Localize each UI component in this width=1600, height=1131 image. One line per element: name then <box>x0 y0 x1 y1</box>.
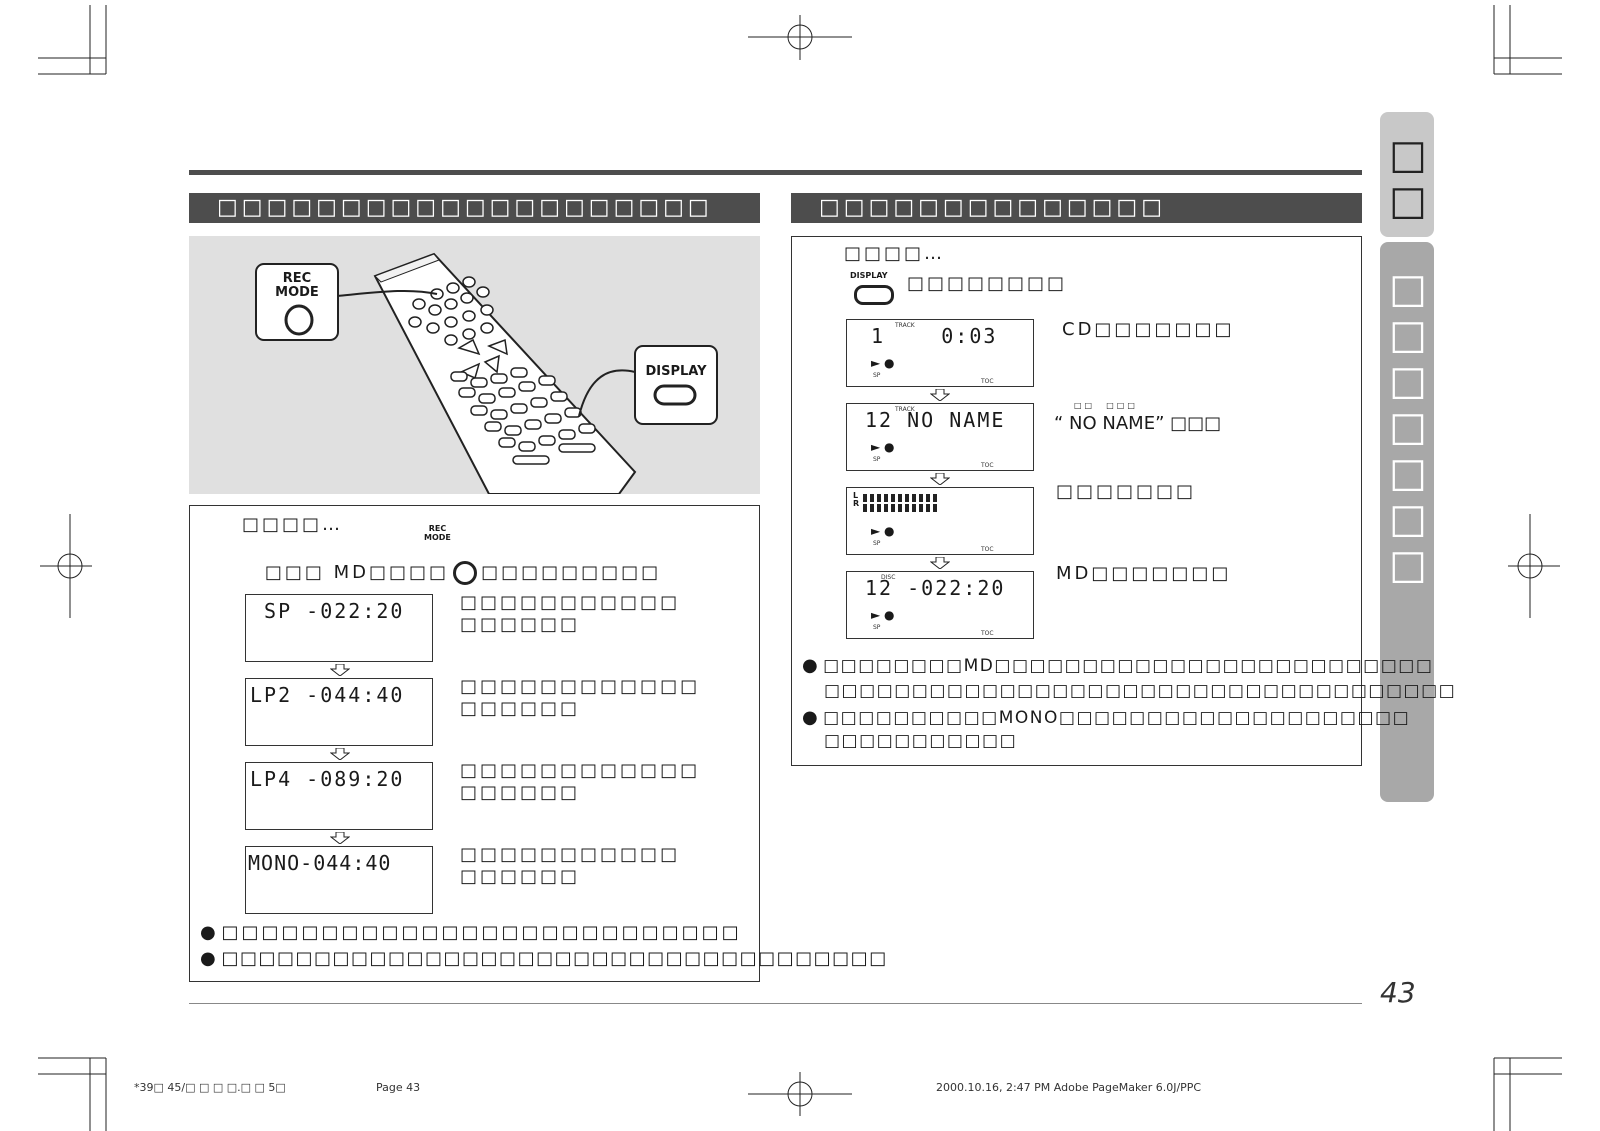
mode-desc: □□□□□□ <box>460 698 581 719</box>
down-arrow-icon <box>930 473 950 485</box>
side-tab-top: □□ <box>1380 112 1434 237</box>
right-intro: □□□□… <box>844 243 946 264</box>
side-tab-label: □□□□□□□ <box>1389 266 1427 588</box>
lcd-desc: □□□□□□□ <box>1056 481 1197 502</box>
right-bullet-2: ● □□□□□□□□□□MONO□□□□□□□□□□□□□□□□□□□□ <box>802 707 1411 728</box>
right-instruction-box: □□□□… DISPLAY □□□□□□□□ TRACK 1 0:03 ► ● … <box>791 236 1455 766</box>
mode-desc: □□□□□□□□□□□□ <box>460 760 701 781</box>
mode-desc: □□□□□□ <box>460 782 581 803</box>
mode-desc: □□□□□□ <box>460 866 581 887</box>
page-number: 43 <box>1380 976 1416 1009</box>
lcd-desc: MD□□□□□□□ <box>1056 563 1232 584</box>
play-rec-indicator: ► ● <box>871 524 895 538</box>
bottom-rule <box>189 1003 1362 1004</box>
lcd-mode-sp: SP -022:20 <box>245 594 433 662</box>
down-arrow-icon <box>330 832 350 844</box>
top-rule <box>189 170 1362 175</box>
down-arrow-icon <box>330 748 350 760</box>
rec-mode-button-icon <box>453 561 478 585</box>
lcd-disc-remaining: DISC 12 -022:20 ► ● SP TOC <box>846 571 1034 639</box>
right-section-header: □□□□□□□□□□□□□□ <box>791 193 1362 223</box>
display-callout-label: DISPLAY <box>645 364 707 379</box>
lcd-mode-mono: MONO-044:40 <box>245 846 433 914</box>
rec-mode-small-label: REC MODE <box>424 524 451 542</box>
lcd-track-name: TRACK 12 NO NAME ► ● SP TOC <box>846 403 1034 471</box>
down-arrow-icon <box>930 389 950 401</box>
down-arrow-icon <box>330 664 350 676</box>
ruby-text: □□ □□□ <box>1074 401 1138 410</box>
play-rec-indicator: ► ● <box>871 440 895 454</box>
right-bullet-2-cont: □□□□□□□□□□□ <box>824 731 1018 751</box>
lcd-desc: “ NO NAME” □□□ <box>1054 413 1222 434</box>
remote-control-drawing <box>255 252 718 495</box>
mode-desc: □□□□□□□□□□□□ <box>460 676 701 697</box>
lcd-mode-lp4: LP4 -089:20 <box>245 762 433 830</box>
remote-illustration: REC MODE DISPLAY <box>189 236 760 495</box>
footer-timestamp: 2000.10.16, 2:47 PM Adobe PageMaker 6.0J… <box>936 1081 1202 1094</box>
left-section-header: □□□□□□□□□□□□□□□□□□□□ <box>189 193 760 223</box>
left-intro: □□□□… <box>242 514 344 535</box>
display-small-label: DISPLAY <box>850 271 888 280</box>
lcd-mode-lp2: LP2 -044:40 <box>245 678 433 746</box>
lcd-desc: CD□□□□□□□ <box>1062 319 1235 340</box>
footer-file: *39□ 45/□ □ □ □.□ □ 5□ <box>134 1081 286 1094</box>
right-bullet-1: ● □□□□□□□□MD□□□□□□□□□□□□□□□□□□□□□□□□□ <box>802 655 1434 676</box>
mode-desc: □□□□□□□□□□□ <box>460 844 681 865</box>
mode-desc: □□□□□□ <box>460 614 581 635</box>
play-rec-indicator: ► ● <box>871 356 895 370</box>
display-instruction: □□□□□□□□ <box>907 273 1068 294</box>
left-instruction-box: □□□□… REC MODE □□□ MD□□□□□□□□□□□□□ SP -0… <box>189 505 886 982</box>
left-bullet-1: ● □□□□□□□□□□□□□□□□□□□□□□□□□□ <box>200 922 742 943</box>
level-bar-gap <box>863 502 939 504</box>
left-instruction: □□□ MD□□□□□□□□□□□□□ <box>264 561 662 585</box>
play-rec-indicator: ► ● <box>871 608 895 622</box>
left-bullet-2: ● □□□□□□□□□□□□□□□□□□□□□□□□□□□□□□□□□□□□ <box>200 948 888 969</box>
display-button-icon <box>854 285 894 305</box>
down-arrow-icon <box>930 557 950 569</box>
side-tab-bottom: □□□□□□□ <box>1380 242 1434 802</box>
lcd-cd-info: TRACK 1 0:03 ► ● SP TOC <box>846 319 1034 387</box>
rec-mode-callout-label: REC MODE <box>275 271 319 300</box>
mode-desc: □□□□□□□□□□□ <box>460 592 681 613</box>
right-bullet-1-cont: □□□□□□□□□□□□□□□□□□□□□□□□□□□□□□□□□□□□ <box>824 681 1457 701</box>
footer-page: Page 43 <box>376 1081 421 1094</box>
